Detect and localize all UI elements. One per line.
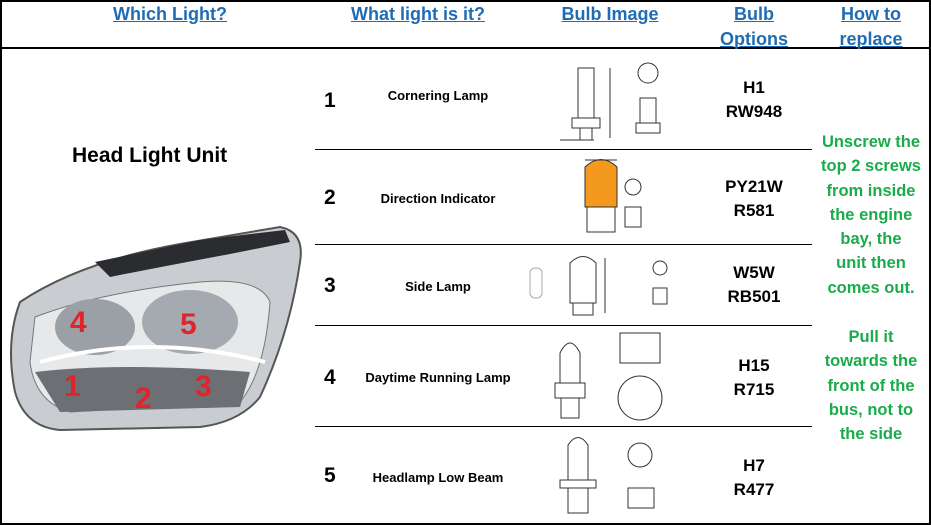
instruction-line: comes out.: [827, 278, 915, 297]
row-number: 3: [324, 274, 336, 297]
header-what-light[interactable]: What light is it?: [351, 4, 485, 24]
bulb-options: W5W RB501: [710, 261, 798, 309]
header-divider: [0, 47, 931, 49]
instruction-line: front of the: [827, 376, 915, 395]
header-bulb-image[interactable]: Bulb Image: [561, 4, 659, 24]
row-divider: [315, 426, 812, 427]
marker-3: 3: [195, 370, 212, 403]
instruction-line: the side: [839, 425, 903, 444]
row-number: 5: [324, 464, 336, 487]
light-name: Daytime Running Lamp: [365, 370, 511, 385]
instruction-line: towards the: [824, 352, 918, 371]
instruction-line: from inside: [826, 181, 916, 200]
bulb-code: W5W: [733, 263, 775, 282]
instruction-line: the engine: [829, 205, 913, 224]
bulb-part-number: RW948: [725, 102, 783, 121]
light-name: Cornering Lamp: [387, 88, 489, 103]
marker-4: 4: [70, 306, 87, 339]
bulb-diagram-h7: [559, 437, 655, 514]
row-divider: [315, 244, 812, 245]
bulb-part-number: R581: [733, 201, 775, 220]
instruction-line: Unscrew the: [821, 133, 921, 151]
unit-title: Head Light Unit: [72, 144, 228, 167]
row-divider: [315, 149, 812, 150]
header-text: Bulb: [734, 4, 774, 24]
light-name: Headlamp Low Beam: [372, 470, 504, 485]
light-name: Side Lamp: [405, 279, 471, 294]
marker-2: 2: [135, 382, 152, 415]
instruction-line: Pull it: [848, 328, 894, 346]
replace-instructions-step-2: Pull it towards the front of the bus, no…: [814, 325, 928, 446]
instruction-line: bay, the: [840, 230, 902, 249]
marker-1: 1: [64, 370, 81, 403]
instruction-line: bus, not to: [828, 400, 914, 419]
bulb-part-number: RB501: [727, 287, 781, 306]
headlight-image: [10, 225, 302, 432]
bulb-part-number: R715: [733, 380, 775, 399]
header-text: replace: [839, 29, 903, 49]
bulb-code: PY21W: [725, 177, 783, 196]
light-name: Direction Indicator: [380, 191, 496, 206]
bulb-diagram-h1: [560, 62, 661, 141]
bulb-code: H15: [738, 356, 770, 375]
instruction-line: unit then: [836, 254, 906, 273]
replace-instructions-step-1: Unscrew the top 2 screws from inside the…: [814, 130, 928, 300]
bulb-diagram-w5w: [529, 256, 668, 316]
header-text: How to: [841, 4, 901, 24]
bulb-diagram-py21w: [584, 159, 642, 233]
header-how-to-replace[interactable]: How to replace: [814, 2, 928, 52]
bulb-part-number: R477: [733, 480, 775, 499]
header-which-light[interactable]: Which Light?: [113, 4, 227, 24]
row-number: 2: [324, 186, 336, 209]
row-number: 4: [324, 366, 336, 389]
bulb-code: H1: [743, 78, 765, 97]
header-text: Options: [720, 29, 788, 49]
row-number: 1: [324, 89, 336, 112]
bulb-options: PY21W R581: [710, 175, 798, 223]
bulb-code: H7: [743, 456, 765, 475]
instruction-line: top 2 screws: [821, 157, 921, 176]
marker-5: 5: [180, 308, 197, 341]
bulb-diagram-h15: [554, 332, 663, 421]
row-divider: [315, 325, 812, 326]
